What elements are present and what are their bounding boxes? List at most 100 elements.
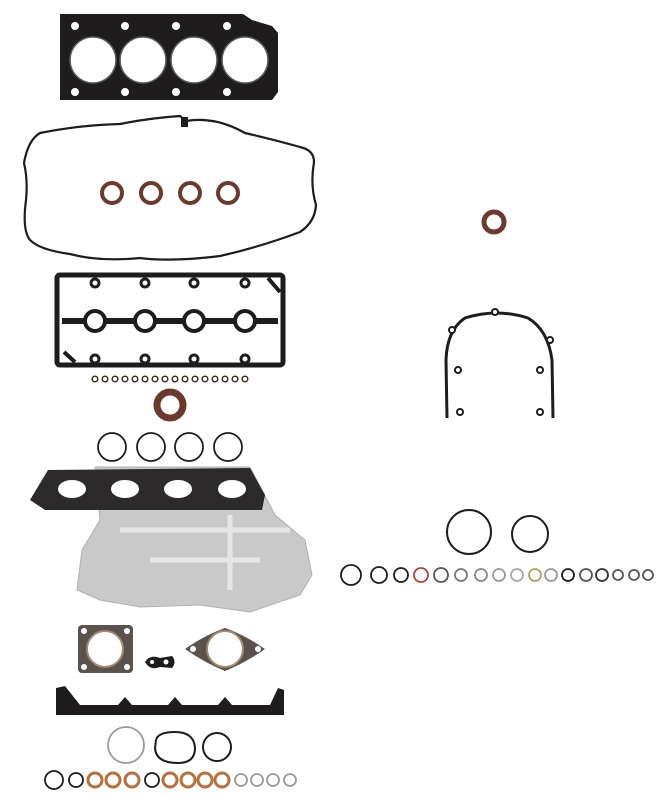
sealing-ring bbox=[433, 567, 449, 583]
sealing-ring bbox=[250, 773, 264, 787]
sealing-ring bbox=[510, 568, 524, 582]
sealing-ring bbox=[144, 772, 160, 788]
bolt-hole bbox=[223, 88, 231, 96]
small-oring bbox=[91, 375, 99, 383]
intake-port-ring bbox=[97, 432, 127, 462]
medium-oring bbox=[511, 515, 549, 553]
bolt-hole bbox=[454, 366, 462, 374]
sealing-ring bbox=[413, 567, 429, 583]
large-grey-oring bbox=[107, 726, 145, 764]
shaped-oring bbox=[153, 730, 197, 765]
small-oring bbox=[231, 375, 239, 383]
spark-plug-tube-seal bbox=[100, 181, 124, 205]
intake-port-ring bbox=[136, 432, 166, 462]
timing-cover-gasket bbox=[444, 311, 555, 419]
sealing-ring bbox=[370, 566, 388, 584]
sealing-ring bbox=[628, 569, 640, 581]
turbo-inlet-gasket bbox=[78, 625, 133, 673]
small-oring bbox=[221, 375, 229, 383]
small-oring bbox=[111, 375, 119, 383]
bolt-hole bbox=[456, 408, 464, 416]
bolt-hole bbox=[121, 22, 129, 30]
spark-plug-tube-seal bbox=[178, 181, 202, 205]
small-oil-feed-gasket bbox=[145, 656, 175, 669]
sealing-ring bbox=[474, 568, 488, 582]
small-oring bbox=[211, 375, 219, 383]
cylinder-head-gasket bbox=[60, 14, 278, 100]
bolt-hole bbox=[448, 326, 456, 334]
sealing-ring bbox=[579, 568, 593, 582]
bolt-hole bbox=[172, 22, 180, 30]
sealing-ring bbox=[179, 771, 197, 789]
cylinder-bore bbox=[221, 36, 269, 84]
small-oring bbox=[241, 375, 249, 383]
bolt-hole bbox=[546, 336, 554, 344]
sealing-ring bbox=[213, 771, 231, 789]
right-column-parts bbox=[340, 209, 654, 586]
valve-cover-gasket bbox=[22, 114, 318, 261]
bolt-hole bbox=[239, 277, 251, 289]
cylinder-bore bbox=[170, 36, 218, 84]
bolt-hole bbox=[121, 88, 129, 96]
bolt-hole bbox=[89, 277, 101, 289]
small-oring bbox=[121, 375, 129, 383]
small-oring bbox=[181, 375, 189, 383]
left-column-parts bbox=[22, 14, 318, 790]
sealing-ring bbox=[283, 773, 297, 787]
sealing-ring bbox=[196, 771, 214, 789]
sealing-ring bbox=[161, 771, 179, 789]
camshaft-seal bbox=[481, 209, 507, 235]
bolt-hole bbox=[71, 22, 79, 30]
sealing-ring bbox=[528, 568, 542, 582]
sealing-ring bbox=[595, 568, 609, 582]
cylinder-bore bbox=[119, 36, 167, 84]
gasket-tab bbox=[181, 117, 188, 127]
spark-plug-tube-seal bbox=[216, 181, 240, 205]
bolt-hole bbox=[536, 408, 544, 416]
sealing-ring bbox=[234, 773, 248, 787]
small-oring bbox=[101, 375, 109, 383]
exhaust-port bbox=[218, 480, 246, 498]
small-oring bbox=[131, 375, 139, 383]
cam-cover-gasket bbox=[54, 272, 286, 368]
sealing-ring bbox=[454, 568, 468, 582]
intake-bar-gasket bbox=[56, 686, 284, 715]
small-oring bbox=[161, 375, 169, 383]
bolt-hole bbox=[223, 22, 231, 30]
small-oring bbox=[171, 375, 179, 383]
exhaust-manifold-gasket bbox=[30, 468, 265, 510]
cylinder-bore bbox=[69, 36, 117, 84]
bolt-hole bbox=[71, 88, 79, 96]
spark-plug-tube-seal bbox=[139, 181, 163, 205]
sealing-ring bbox=[104, 771, 122, 789]
sealing-ring bbox=[561, 568, 575, 582]
sealing-ring bbox=[492, 568, 506, 582]
small-oring bbox=[151, 375, 159, 383]
sealing-ring bbox=[642, 569, 654, 581]
cam-cover-hole bbox=[133, 309, 157, 333]
sealing-ring bbox=[68, 772, 84, 788]
cam-cover-hole bbox=[182, 309, 206, 333]
bolt-hole bbox=[188, 353, 200, 365]
sealing-ring bbox=[544, 568, 558, 582]
turbo-outlet-gasket bbox=[185, 628, 265, 671]
sealing-ring bbox=[612, 569, 624, 581]
sealing-ring bbox=[44, 770, 64, 790]
crankshaft-seal bbox=[153, 388, 187, 422]
bolt-hole bbox=[536, 366, 544, 374]
bolt-hole bbox=[188, 277, 200, 289]
exhaust-port bbox=[58, 480, 86, 498]
black-oring bbox=[202, 732, 232, 762]
cam-cover-hole bbox=[83, 309, 107, 333]
exhaust-port bbox=[111, 480, 139, 498]
sealing-ring bbox=[266, 773, 280, 787]
cam-cover-hole bbox=[233, 309, 257, 333]
small-oring bbox=[141, 375, 149, 383]
sealing-ring bbox=[393, 567, 409, 583]
intake-port-ring bbox=[213, 432, 243, 462]
bolt-hole bbox=[89, 353, 101, 365]
bolt-hole bbox=[139, 277, 151, 289]
sealing-ring bbox=[340, 564, 362, 586]
